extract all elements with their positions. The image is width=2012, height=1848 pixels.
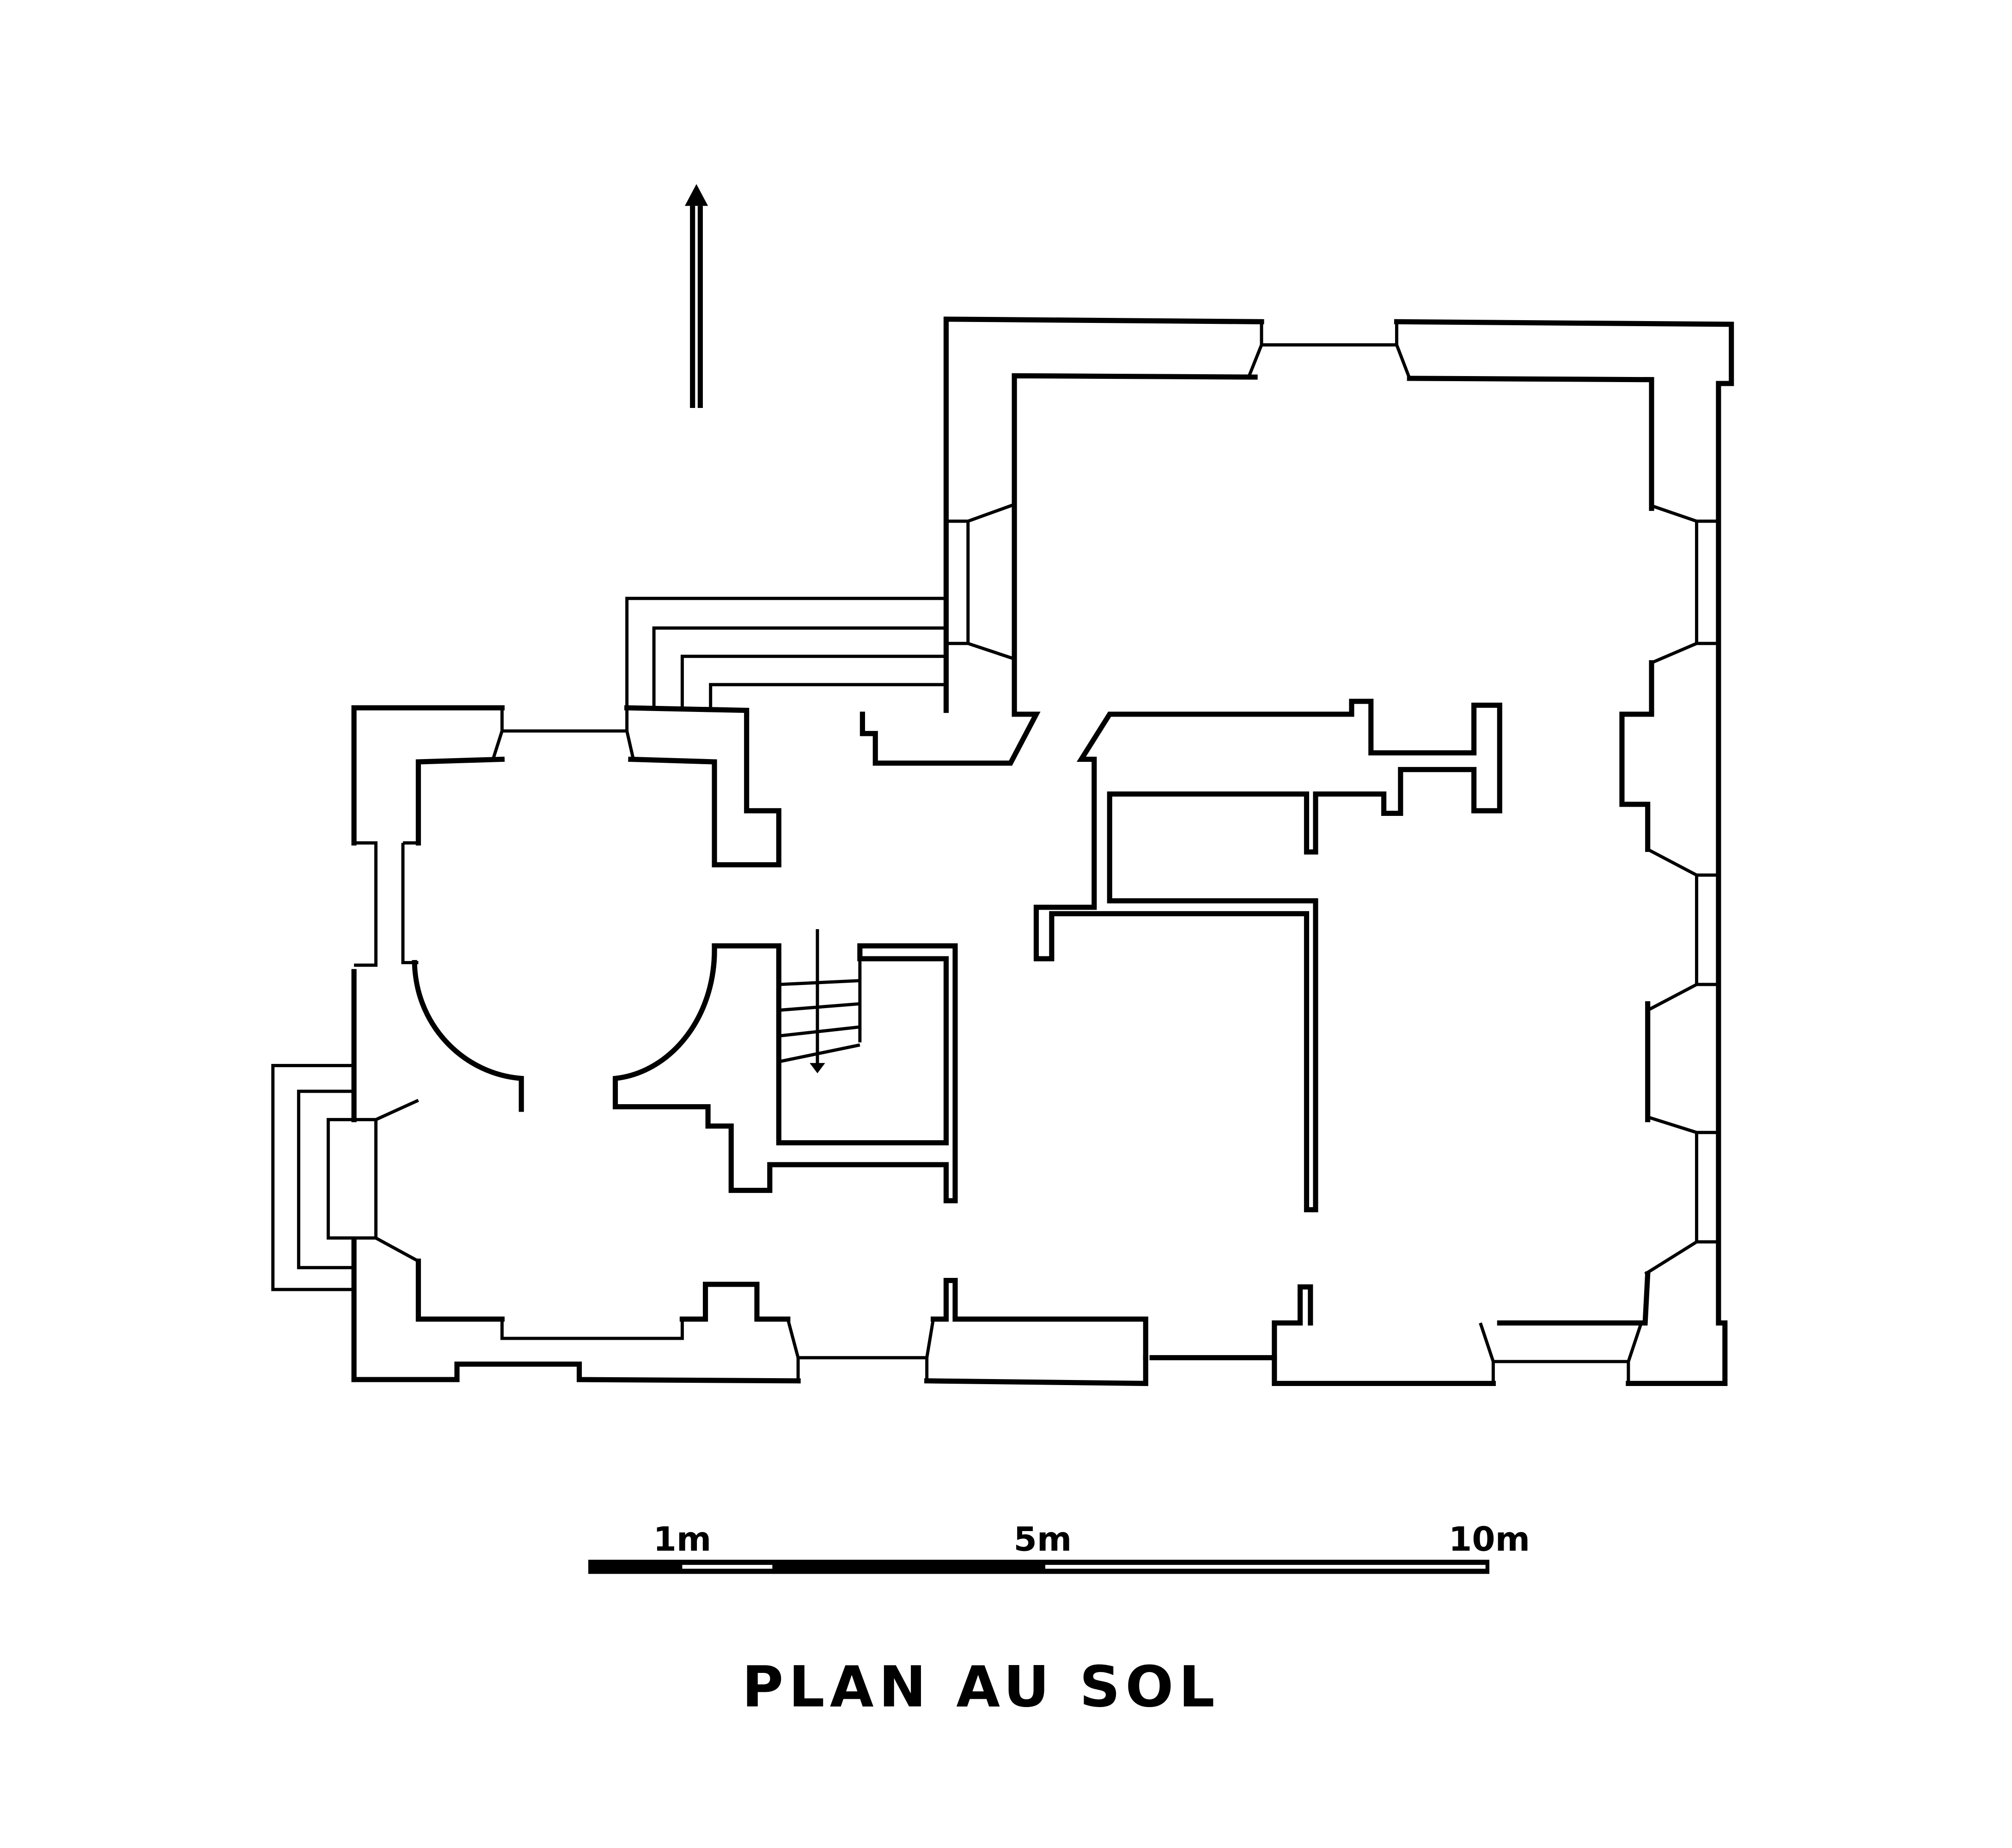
scale-label-10m: 10m xyxy=(1449,1520,1530,1559)
north-arrow-icon xyxy=(684,184,708,408)
scale-bar-segment xyxy=(1045,1565,1486,1569)
scale-label-1m: 1m xyxy=(653,1520,711,1559)
drawing-title: PLAN AU SOL xyxy=(742,1654,1220,1720)
outer-walls xyxy=(351,316,1734,1386)
interior-partitions xyxy=(412,699,1502,1212)
west-porch-steps xyxy=(271,1064,354,1291)
scale-bar-segment xyxy=(682,1565,773,1569)
scale-bar: 1m 5m 10m xyxy=(588,1520,1530,1574)
staircase xyxy=(778,929,862,1074)
north-steps xyxy=(625,596,946,711)
scale-label-5m: 5m xyxy=(1013,1520,1072,1559)
windows xyxy=(326,322,1719,1384)
arrow-down-icon xyxy=(810,1063,825,1074)
